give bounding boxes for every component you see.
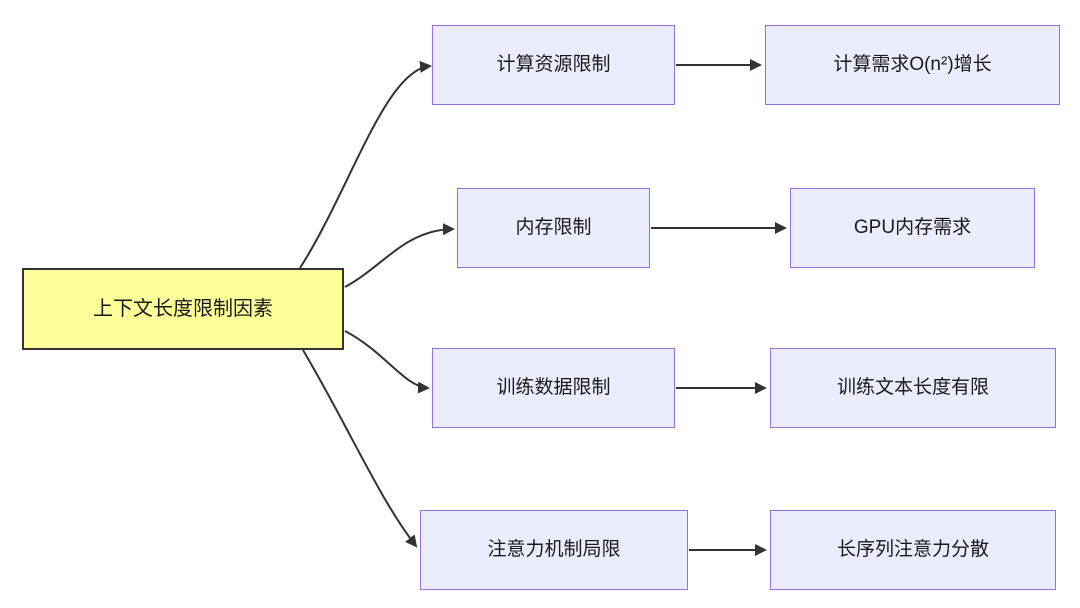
cause-node-2-label: 内存限制 bbox=[515, 216, 592, 238]
cause-node-1: 计算资源限制 bbox=[432, 25, 675, 105]
effect-node-3: 训练文本长度有限 bbox=[770, 348, 1056, 428]
cause-node-2: 内存限制 bbox=[457, 188, 650, 268]
cause-node-4: 注意力机制局限 bbox=[420, 510, 688, 590]
effect-node-2: GPU内存需求 bbox=[790, 188, 1035, 268]
cause-node-4-label: 注意力机制局限 bbox=[487, 538, 621, 560]
cause-node-3: 训练数据限制 bbox=[432, 348, 675, 428]
effect-node-4: 长序列注意力分散 bbox=[770, 510, 1056, 590]
edge-root-to-cause-1 bbox=[299, 60, 432, 269]
cause-node-3-label: 训练数据限制 bbox=[496, 376, 611, 398]
edge-root-to-cause-2 bbox=[344, 223, 455, 288]
effect-node-2-label: GPU内存需求 bbox=[853, 216, 972, 238]
root-node-label: 上下文长度限制因素 bbox=[93, 298, 273, 320]
edge-root-to-cause-3 bbox=[344, 330, 430, 394]
root-node: 上下文长度限制因素 bbox=[22, 268, 344, 350]
cause-node-1-label: 计算资源限制 bbox=[496, 53, 611, 75]
effect-node-1-label: 计算需求O(n²)增长 bbox=[833, 53, 992, 75]
effect-node-4-label: 长序列注意力分散 bbox=[836, 538, 989, 560]
effect-node-3-label: 训练文本长度有限 bbox=[836, 376, 989, 398]
edge-root-to-cause-4 bbox=[302, 349, 418, 548]
effect-node-1: 计算需求O(n²)增长 bbox=[765, 25, 1060, 105]
